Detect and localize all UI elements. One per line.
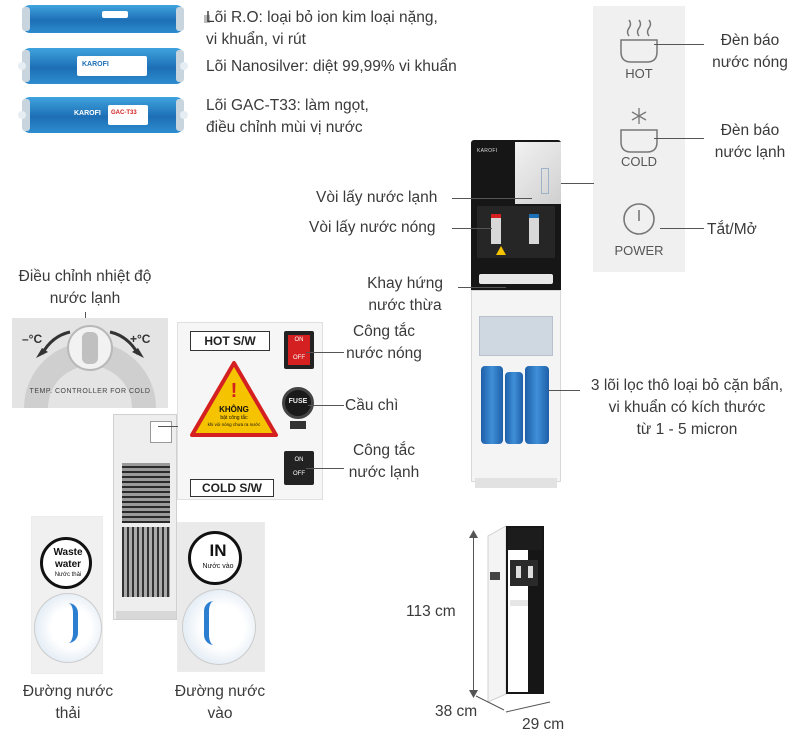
prefilter-label-1: 3 lõi lọc thô loại bỏ cặn bẩn,	[590, 377, 784, 394]
inlet-line-label-2: vào	[207, 705, 233, 722]
in-badge-1: IN	[209, 541, 227, 560]
depth-arrow	[475, 695, 505, 711]
hot-switch-off: OFF	[293, 355, 305, 361]
hot-warning-icon	[496, 246, 506, 255]
hot-switch-on: ON	[294, 337, 304, 343]
in-badge-2: Nước vào	[202, 563, 234, 570]
fuse-text: FUSE	[288, 398, 308, 405]
prefilter-label-3: từ 1 - 5 micron	[636, 421, 738, 438]
warning-text-1: KHÔNG	[219, 405, 249, 414]
gac-brand-text: KAROFI	[74, 110, 101, 117]
width-arrow	[505, 701, 551, 713]
power-toggle-label: Tắt/Mở	[707, 221, 757, 238]
dispenser-brand: KAROFI	[477, 148, 498, 154]
waste-badge-3: Nước thải	[54, 572, 82, 578]
cold-cup-icon	[620, 108, 658, 153]
nanosilver-brand-text: KAROFI	[82, 61, 109, 68]
cold-switch-label-1: Công tắc	[352, 442, 416, 459]
hot-tap-label: Vòi lấy nước nóng	[309, 219, 436, 236]
cold-switch-label-2: nước lạnh	[348, 464, 420, 481]
cold-sw-text: COLD S/W	[202, 481, 262, 495]
warning-text-3: khi vòi nóng chưa ra nước	[207, 422, 261, 427]
fuse-label: Cầu chì	[345, 397, 399, 414]
hot-cup-icon	[620, 19, 658, 63]
inlet-port-closeup: IN Nước vào	[177, 522, 265, 672]
hot-switch-label-1: Công tắc	[352, 323, 416, 340]
prefilter-label-2: vi khuẩn có kích thước	[608, 399, 766, 416]
hot-indicator-text: HOT	[625, 66, 653, 81]
ro-filter-label-1: Lõi R.O: loại bỏ ion kim loại nặng,	[206, 9, 438, 26]
temp-arc-text: TEMP. CONTROLLER FOR COLD	[29, 388, 151, 395]
cold-switch-on: ON	[294, 457, 304, 463]
width-dimension: 29 cm	[522, 716, 565, 733]
drip-tray	[479, 274, 553, 284]
warning-sign: !	[190, 361, 278, 437]
power-text: POWER	[614, 243, 664, 258]
height-dimension: 113 cm	[406, 603, 456, 620]
waste-badge-1: Waste	[53, 547, 83, 558]
nanosilver-cartridge: KAROFI	[18, 48, 188, 84]
hot-switch[interactable]: ON OFF	[284, 331, 314, 369]
depth-dimension: 38 cm	[435, 703, 478, 720]
cold-indicator-label-1: Đèn báo	[720, 122, 780, 139]
cold-tap[interactable]	[529, 214, 539, 244]
dispenser-front: KAROFI	[471, 140, 561, 490]
warning-text-2: bật công tắc	[220, 415, 248, 421]
power-icon[interactable]	[622, 202, 656, 236]
temp-control-title-1: Điều chỉnh nhiệt độ	[18, 268, 152, 285]
hot-switch-label-2: nước nóng	[346, 345, 422, 362]
temp-controller-closeup: –°C +°C TEMP. CONTROLLER FOR COLD	[12, 318, 168, 408]
ro-filter-label-2: vi khuẩn, vi rút	[206, 31, 306, 48]
gac-filter-label-2: điều chỉnh mùi vị nước	[206, 119, 363, 136]
temp-minus-text: –°C	[22, 332, 43, 346]
drip-tray-label-2: nước thừa	[368, 297, 442, 314]
switch-panel-closeup: HOT S/W ! KHÔNG bật công tắc khi vòi nón…	[177, 322, 323, 500]
hot-tap[interactable]	[491, 214, 501, 244]
inlet-line-label-1: Đường nước	[174, 683, 266, 700]
control-panel-closeup: HOT COLD POWER	[593, 6, 685, 272]
waste-line-label-2: thải	[55, 705, 81, 722]
dispenser-dimensions	[480, 522, 554, 706]
gac-model-text: GAC-T33	[111, 110, 137, 116]
ro-cartridge	[22, 5, 210, 33]
inlet-port-fitting	[182, 589, 256, 665]
temp-control-title-2: nước lạnh	[49, 290, 121, 307]
hot-sw-text: HOT S/W	[204, 334, 256, 348]
drip-tray-label-1: Khay hứng	[367, 275, 443, 292]
fuse-holder[interactable]	[282, 387, 314, 419]
waste-port-closeup: Waste water Nước thải	[31, 516, 103, 674]
cold-indicator-text: COLD	[620, 154, 658, 169]
dispenser-rear	[113, 414, 177, 620]
gac-cartridge: KAROFI GAC-T33	[18, 97, 188, 133]
cold-switch-off: OFF	[293, 471, 305, 477]
cold-indicator-label-2: nước lạnh	[714, 144, 786, 161]
svg-text:!: !	[231, 380, 238, 402]
gac-filter-label-1: Lõi GAC-T33: làm ngọt,	[206, 97, 369, 114]
cold-tap-label: Vòi lấy nước lạnh	[316, 189, 438, 206]
hot-indicator-label-2: nước nóng	[712, 54, 788, 71]
nanosilver-filter-label: Lõi Nanosilver: diệt 99,99% vi khuẩn	[206, 58, 457, 75]
waste-badge-2: water	[54, 559, 82, 570]
waste-line-label-1: Đường nước	[22, 683, 114, 700]
temp-plus-text: +°C	[130, 332, 151, 346]
hot-indicator-label-1: Đèn báo	[720, 32, 780, 49]
